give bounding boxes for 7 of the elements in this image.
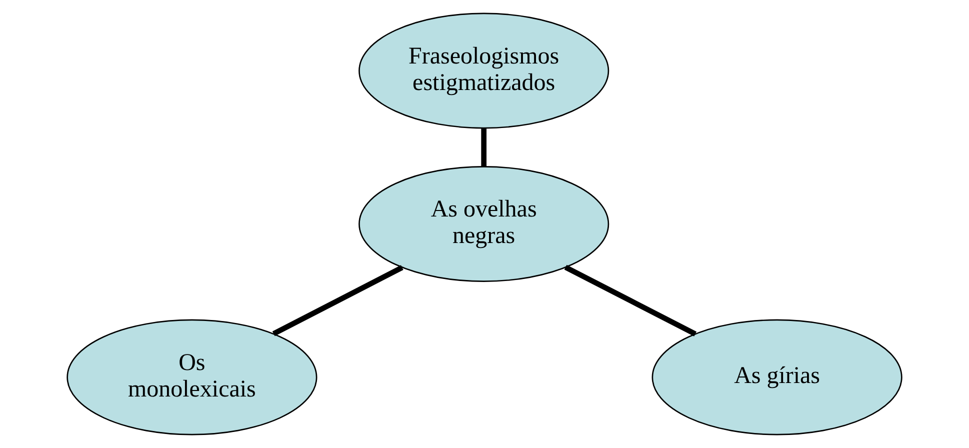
connector [564,264,697,336]
connector [272,265,404,336]
connector [481,128,486,167]
node-ellipse: Os monolexicais [66,319,318,436]
node-ellipse: As gírias [652,319,902,436]
node-ellipse: As ovelhas negras [358,166,610,282]
node-ellipse: Fraseologismos estigmatizados [358,12,610,129]
